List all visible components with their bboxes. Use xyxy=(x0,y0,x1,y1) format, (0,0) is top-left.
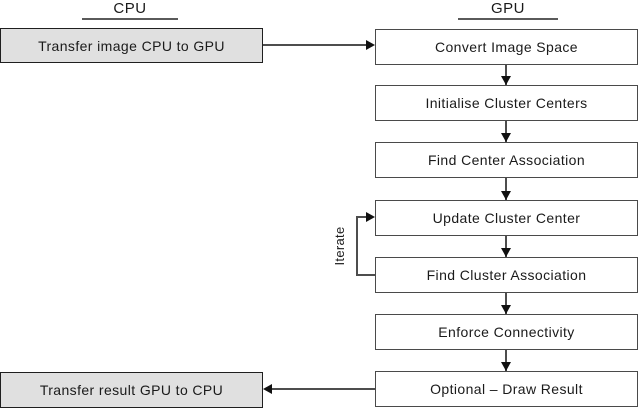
arrowhead-down-icon xyxy=(501,362,511,371)
node-transfer-image-cpu-to-gpu: Transfer image CPU to GPU xyxy=(0,28,263,63)
node-find-center-association: Find Center Association xyxy=(375,142,638,178)
arrow-line-gpu-to-cpu-transfer xyxy=(271,388,375,390)
connector-find-cluster-to-enforce xyxy=(505,293,507,314)
arrowhead-down-icon xyxy=(501,133,511,142)
cpu-column-header: CPU xyxy=(113,0,147,17)
connector-convert-to-initialise xyxy=(505,65,507,85)
node-optional-draw-result: Optional – Draw Result xyxy=(375,371,638,407)
arrowhead-down-icon xyxy=(501,305,511,314)
connector-update-to-find-cluster xyxy=(505,236,507,257)
node-find-cluster-association: Find Cluster Association xyxy=(375,257,638,293)
node-initialise-cluster-centers: Initialise Cluster Centers xyxy=(375,85,638,121)
gpu-column-header: GPU xyxy=(490,0,525,17)
arrow-line-cpu-to-gpu-transfer xyxy=(263,44,367,46)
gpu-header-underline xyxy=(458,18,558,20)
connector-enforce-to-optional xyxy=(505,350,507,371)
node-convert-image-space: Convert Image Space xyxy=(375,29,638,65)
node-update-cluster-center: Update Cluster Center xyxy=(375,200,638,236)
arrowhead-left-icon xyxy=(263,384,272,394)
arrowhead-right-icon xyxy=(366,40,375,50)
iterate-loop-top-line xyxy=(356,216,367,218)
cpu-header-underline xyxy=(82,18,178,20)
connector-initialise-to-find-center xyxy=(505,121,507,142)
node-transfer-result-gpu-to-cpu: Transfer result GPU to CPU xyxy=(0,372,263,408)
iterate-label: Iterate xyxy=(332,226,347,266)
iterate-loop-vertical-line xyxy=(356,216,358,275)
arrowhead-down-icon xyxy=(501,248,511,257)
iterate-loop-bottom-line xyxy=(356,274,375,276)
arrowhead-right-icon xyxy=(366,212,375,222)
connector-find-center-to-update xyxy=(505,178,507,200)
arrowhead-down-icon xyxy=(501,76,511,85)
node-enforce-connectivity: Enforce Connectivity xyxy=(375,314,638,350)
arrowhead-down-icon xyxy=(501,191,511,200)
